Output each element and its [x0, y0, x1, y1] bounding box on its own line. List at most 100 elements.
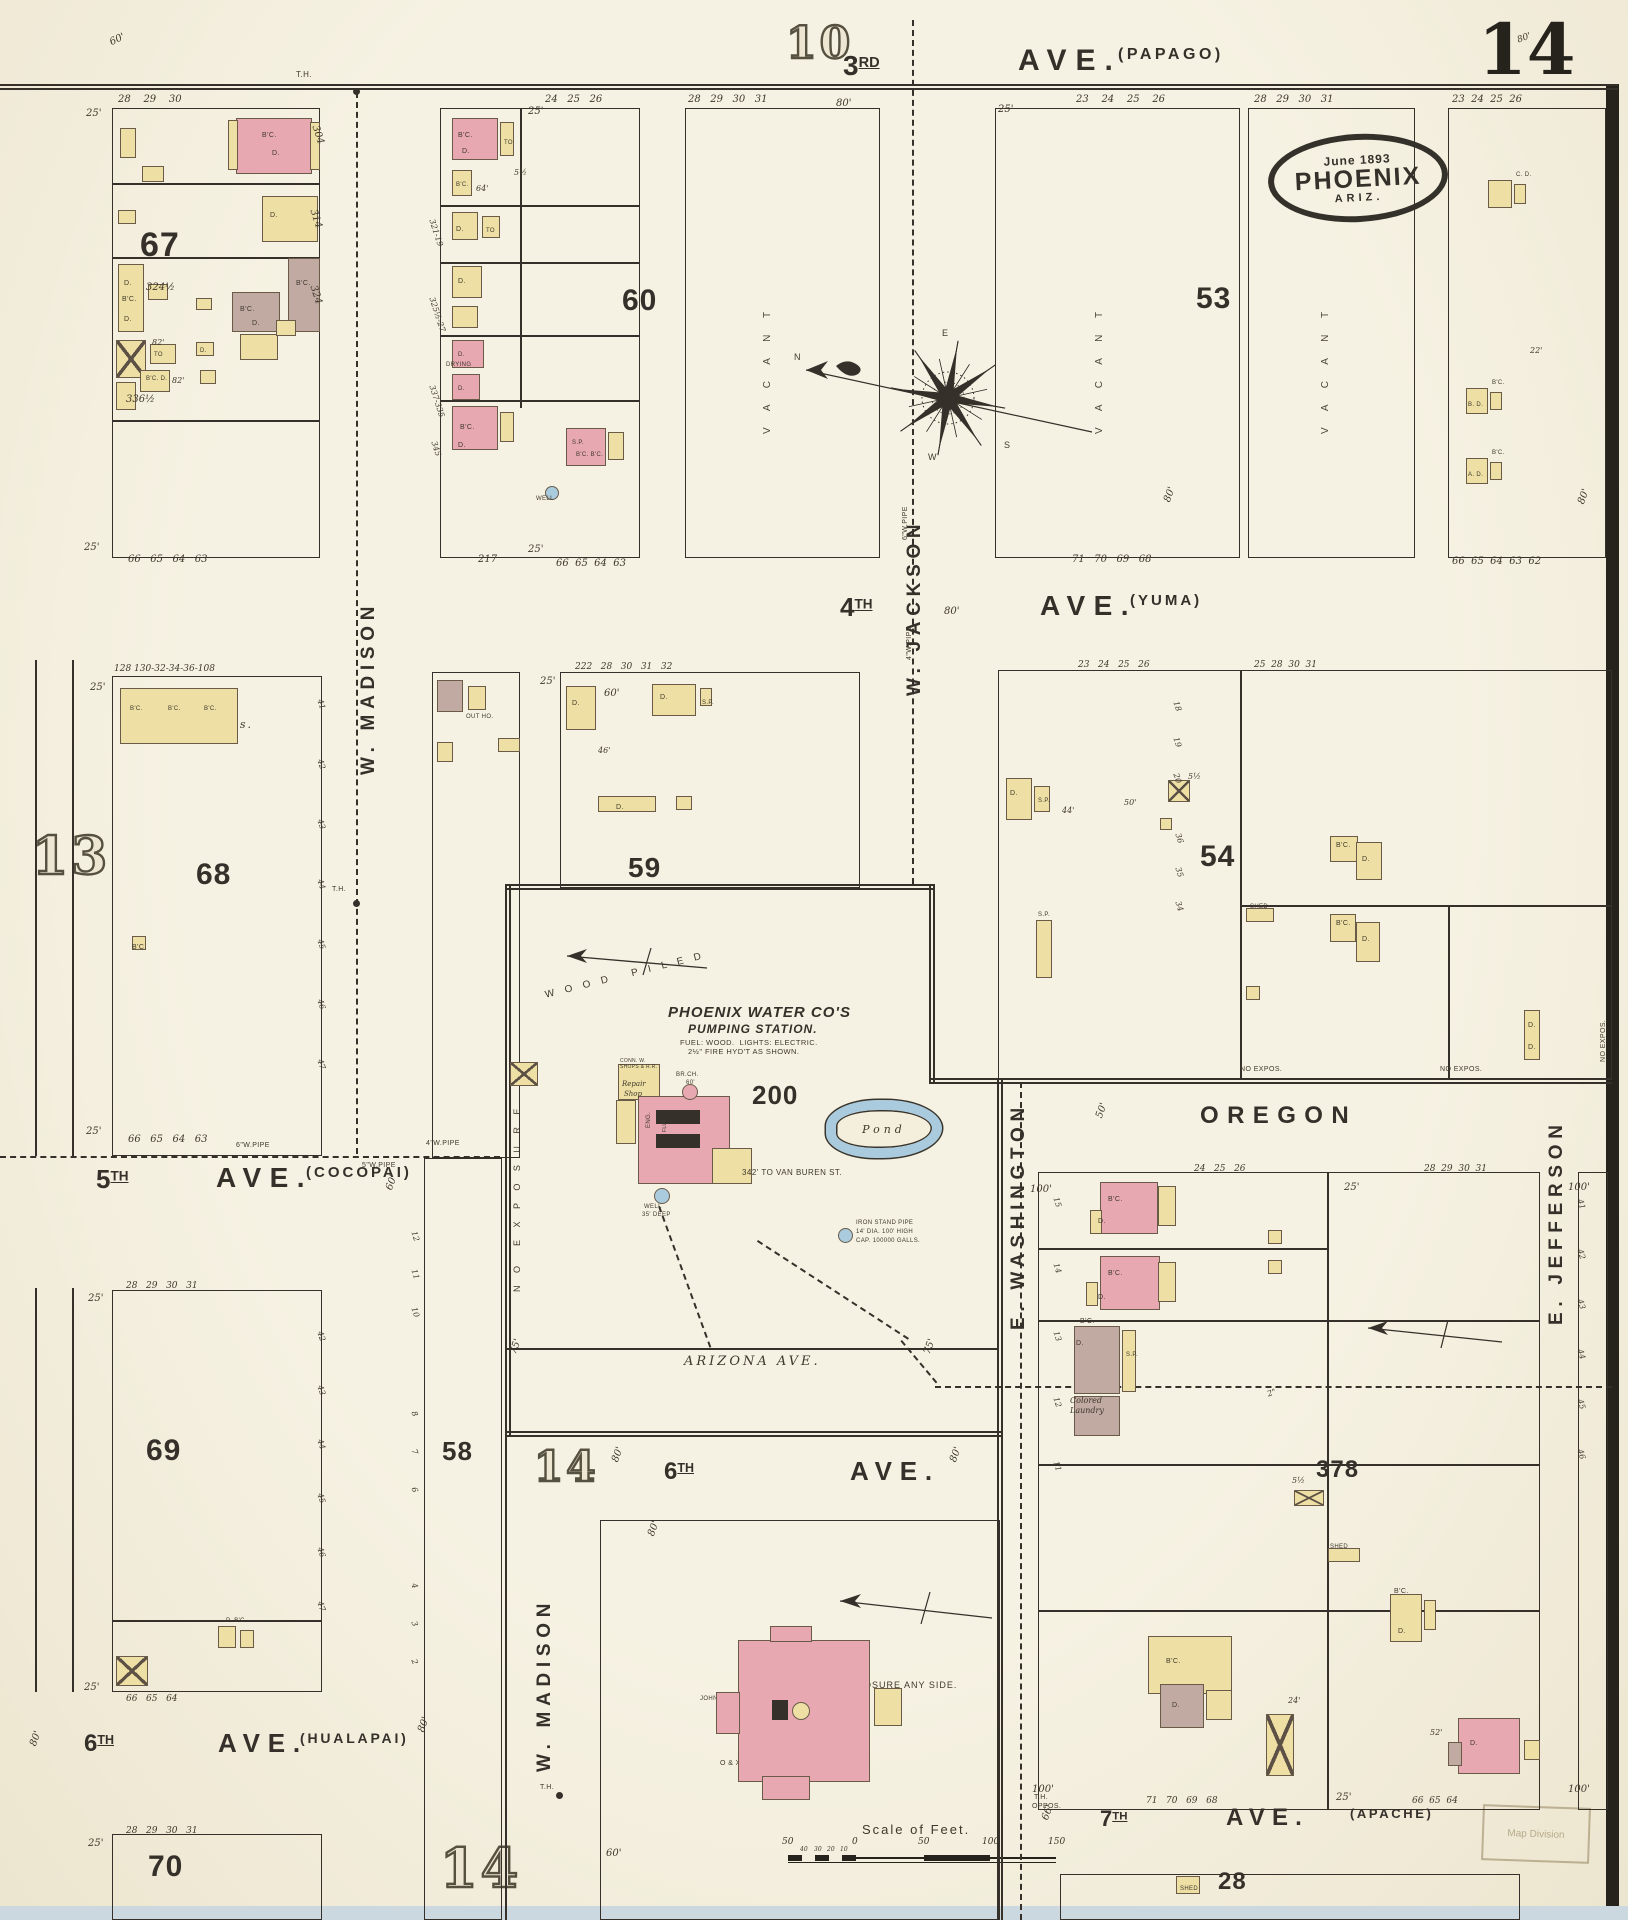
building-footprint: [1490, 462, 1502, 480]
street-e-washington: E. WASHINGTON: [1008, 1102, 1029, 1330]
map-annotation: 100': [1032, 1784, 1054, 1795]
building-footprint: [500, 122, 514, 156]
map-annotation: B'C.: [296, 280, 311, 287]
map-annotation: TO: [486, 228, 495, 234]
map-annotation: B'C.: [132, 944, 147, 951]
map-annotation: D.: [1098, 1294, 1106, 1301]
building-footprint: [1100, 1182, 1158, 1234]
map-line: [997, 1078, 1003, 1920]
building-footprint: [676, 796, 692, 810]
map-annotation: B'C.: [168, 706, 181, 712]
building-footprint: [598, 796, 656, 812]
map-annotation: 23 24 25 26: [1078, 660, 1150, 670]
map-annotation: 217: [478, 554, 498, 565]
scan-edge-strip: [0, 1906, 1628, 1920]
water-pipe-line: [356, 92, 358, 1154]
map-annotation: 52': [1430, 1728, 1443, 1737]
map-annotation: V A C A N T: [1320, 304, 1331, 434]
building-footprint: [500, 412, 514, 442]
building-footprint: [1466, 388, 1488, 414]
map-annotation: 2: [409, 1658, 420, 1666]
map-annotation: 47: [315, 1600, 328, 1613]
scale-tick: 150: [1048, 1837, 1066, 1847]
map-annotation: 71 70 69 68: [1146, 1796, 1218, 1806]
street-7th-ave: AVE.: [1226, 1804, 1310, 1831]
map-annotation: BR.CH.: [676, 1072, 699, 1078]
compass-e: E: [942, 328, 949, 338]
block-outline: [1060, 1874, 1520, 1920]
map-annotation: P B'C: [226, 1618, 245, 1624]
map-annotation: 66 65 64 63: [556, 558, 626, 569]
building-footprint: [148, 284, 168, 300]
scale-title: Scale of Feet.: [862, 1822, 971, 1837]
map-annotation: 23 24 25 26: [1076, 94, 1166, 105]
map-annotation: D.: [572, 700, 580, 707]
building-footprint: [1266, 1714, 1294, 1776]
map-annotation: 5½: [514, 168, 527, 177]
building-footprint: [1294, 1490, 1324, 1506]
block-outline: [112, 108, 320, 558]
street-3rd-ave: AVE.: [1018, 44, 1122, 77]
map-line: [440, 205, 640, 207]
street-5th-alt: (COCOPAI): [306, 1164, 412, 1181]
block-outline: [440, 108, 640, 558]
water-pipe-line: [756, 1240, 909, 1340]
building-footprint: [1466, 458, 1488, 484]
map-line: [72, 660, 74, 1156]
map-annotation: NO EXPOS.: [1600, 1019, 1607, 1062]
building-footprint: [452, 118, 498, 160]
street-6th-ave: AVE.: [850, 1456, 940, 1486]
map-annotation: SHED: [1180, 1886, 1199, 1892]
map-annotation: D.: [124, 280, 132, 287]
map-annotation: 25': [86, 108, 102, 119]
map-annotation: T.H.: [540, 1784, 555, 1791]
block-outline: [112, 1834, 322, 1920]
map-annotation: 4"W.PIPE: [906, 626, 913, 660]
map-annotation: 3: [409, 1620, 420, 1628]
north-arrow-icon: [566, 947, 708, 976]
map-annotation: 82': [152, 338, 165, 347]
map-annotation: 336½: [126, 394, 155, 405]
map-annotation: IRON STAND PIPE: [856, 1220, 914, 1226]
block-number-69: 69: [146, 1434, 182, 1467]
map-annotation: B'C. B'C.: [576, 452, 604, 458]
street-w-jackson: W. JACKSON: [904, 518, 925, 696]
map-annotation: 28 29 30: [118, 94, 182, 105]
street-4th: 4TH: [840, 592, 873, 622]
building-footprint: [656, 1134, 700, 1148]
map-annotation: B'C.: [130, 706, 143, 712]
map-annotation: 324½: [146, 282, 175, 293]
map-annotation: 45: [315, 938, 328, 951]
map-annotation: 64': [476, 184, 489, 193]
map-annotation: D.: [616, 804, 624, 811]
building-footprint: [120, 688, 238, 744]
map-line: [505, 1431, 1002, 1437]
map-annotation: D.: [272, 150, 280, 157]
map-annotation: B'C.: [240, 306, 255, 313]
building-footprint: [142, 166, 164, 182]
map-annotation: Laundry: [1070, 1406, 1104, 1415]
scale-tick-minor: 30: [814, 1846, 822, 1853]
adjacent-sheet-number-top: 10: [785, 17, 854, 70]
building-footprint: [1034, 786, 1050, 812]
map-line: [1240, 670, 1242, 1080]
scale-tick: 50: [918, 1837, 930, 1847]
building-footprint: [762, 1776, 810, 1800]
map-annotation: D.: [1528, 1044, 1536, 1051]
building-footprint: [1390, 1594, 1422, 1642]
map-annotation: B'C.: [1108, 1196, 1123, 1203]
map-annotation: TO: [504, 140, 513, 146]
building-footprint: [1206, 1690, 1232, 1720]
street-w-madison-upper: W. MADISON: [358, 600, 379, 775]
map-line: [112, 257, 320, 259]
building-footprint: [654, 1188, 670, 1204]
street-4th-ave: AVE.: [1040, 590, 1137, 621]
building-footprint: [116, 1656, 148, 1686]
map-annotation: 75': [922, 1337, 938, 1356]
building-footprint: [228, 120, 238, 170]
utility-marker: [556, 1792, 563, 1799]
building-footprint: [140, 370, 170, 392]
map-line: [1328, 1464, 1540, 1466]
water-pipe-line: [935, 1386, 1612, 1388]
map-annotation: D.: [456, 226, 464, 233]
